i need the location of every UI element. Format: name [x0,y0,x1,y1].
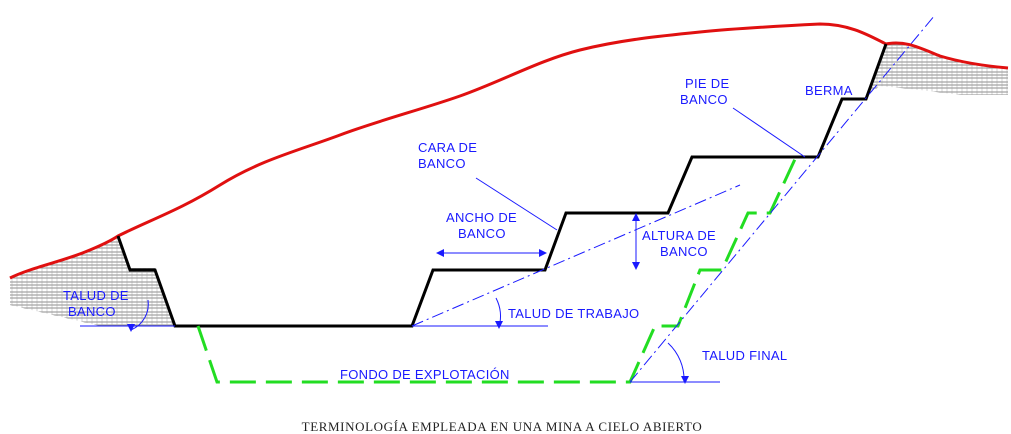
berma-label: BERMA [805,83,853,98]
talud-final-label: TALUD FINAL [702,348,787,363]
final-pit-dashed-line [196,156,798,384]
annotation-lines [80,14,936,383]
ancho-de-banco-label-2: BANCO [458,226,506,241]
cara-de-banco-label-2: BANCO [418,156,466,171]
altura-de-banco-label-2: BANCO [660,244,708,259]
diagram-caption: TERMINOLOGÍA EMPLEADA EN UNA MINA A CIEL… [302,419,703,434]
ground-hatch-right [866,42,1008,96]
talud-de-banco-label-1: TALUD DE [63,288,129,303]
talud-de-banco-label-2: BANCO [68,304,116,319]
altura-de-banco-label-1: ALTURA DE [642,228,716,243]
terrain-surface-line [9,22,1009,280]
ground-hatch-left [10,236,175,326]
pie-de-banco-label-1: PIE DE [685,76,729,91]
pie-de-banco-label-2: BANCO [680,92,728,107]
arrowheads [127,213,689,384]
cara-de-banco-label-1: CARA DE [418,140,477,155]
talud-de-trabajo-label: TALUD DE TRABAJO [508,306,639,321]
pit-profile-line [116,43,888,328]
ancho-de-banco-label-1: ANCHO DE [446,210,517,225]
fondo-de-explotacion-label: FONDO DE EXPLOTACIÓN [340,367,510,382]
